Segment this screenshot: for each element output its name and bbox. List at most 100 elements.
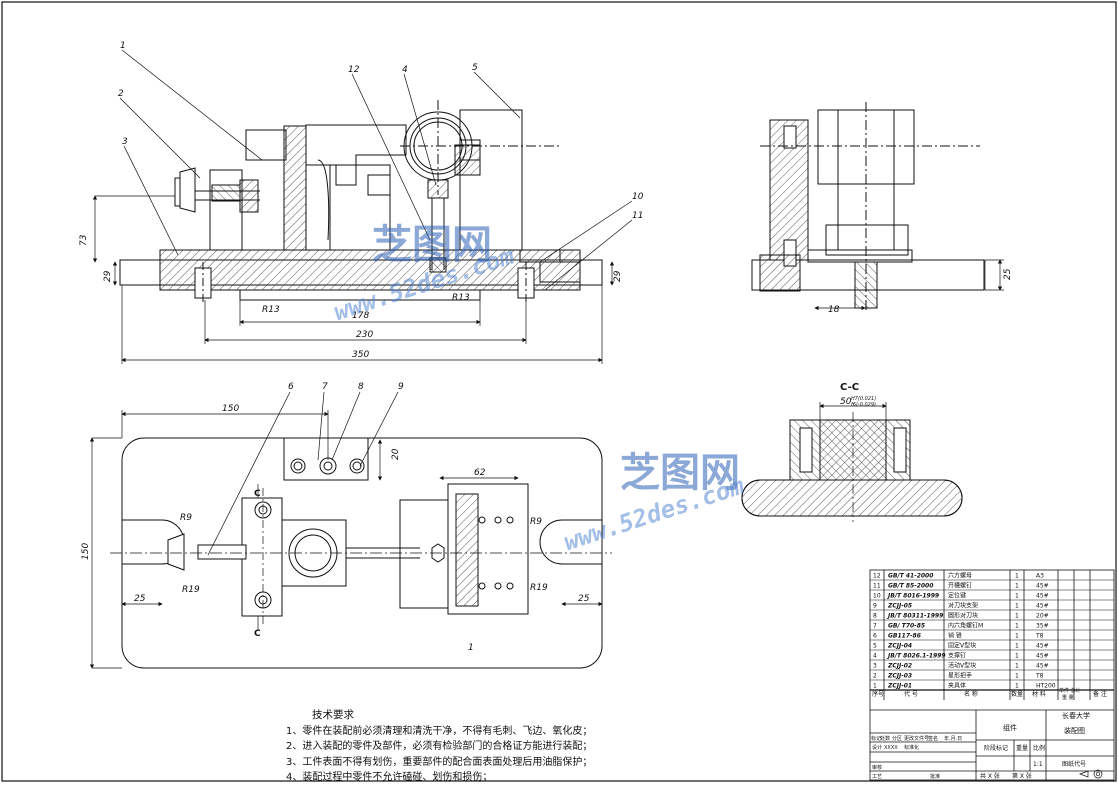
bom-cell-name: 圆形对刀块 [948,612,978,620]
tb-rev-sign: 签名 [928,735,938,742]
bom-header-remark: 备 注 [1093,690,1107,698]
tb-scale: 1:1 [1033,761,1043,768]
callout-1-plan: 1 [468,643,474,653]
bom-cell-code: JB/T 80311-1999 [887,613,943,620]
callout-labels: 1 2 3 12 4 5 10 11 6 7 8 9 1 [118,41,644,653]
dim-73: 73 [79,234,89,246]
bom-cell-code: GB/T 41-2000 [888,573,933,580]
tb-rev-count: 处数 [880,735,890,742]
callout-4: 4 [402,65,408,75]
bom-cell-mat: 45# [1036,643,1049,650]
bom-cell-mat: 45# [1036,583,1049,590]
bom-header-wt: 重 量 [1062,694,1074,701]
bom-cell-qty: 1 [1015,583,1019,590]
bom-cell-qty: 1 [1015,683,1019,690]
bom-cell-no: 8 [873,613,877,620]
bom-cell-qty: 1 [1015,643,1019,650]
bom-cell-no: 7 [873,623,877,630]
bom-cell-name: 固定V型块 [948,642,976,650]
bom-header-qty: 数量 [1011,690,1023,698]
bom-cell-name: 星形把手 [948,672,972,680]
dim-29-right: 29 [613,270,623,282]
bom-cell-mat: 45# [1036,663,1049,670]
section-mark-c-bottom: C [254,629,261,639]
bom-cell-name: 夹具体 [948,682,966,690]
bom-cell-mat: 20# [1036,613,1049,620]
dim-plan-150: 150 [222,404,239,414]
bom-cell-no: 6 [873,633,877,640]
bom-cell-mat: 45# [1036,593,1049,600]
tb-role-review: 审核 [872,764,882,771]
dim-230: 230 [356,330,373,340]
watermark-brand-top: 芝图网 [372,222,492,268]
dim-plan-r19-right: R19 [530,583,548,593]
tb-part-label: 组件 [1003,723,1017,732]
note-item-4: 4、装配过程中零件不允许磕碰、划伤和损伤； [286,772,493,783]
bom-cell-code: JB/T 8016-1999 [887,593,939,600]
dim-plan-62: 62 [474,468,486,478]
callout-8: 8 [358,382,364,392]
bom-cell-name: 支撑钉 [948,652,966,660]
dimension-texts: 73 29 29 178 230 350 R13 R13 25 18 150 2… [79,234,1013,639]
tb-std: 标准化 [904,744,919,751]
bom-cell-code: ZCJJ-03 [887,673,912,680]
dim-29-left: 29 [103,270,113,282]
tb-role-design: 设计 [872,744,882,751]
section-dim-50: 50 [840,397,852,407]
bom-cell-name: 开槽螺钉 [948,582,972,590]
dim-plan-25-left: 25 [134,594,146,604]
callout-11: 11 [632,211,643,221]
bom-cell-name: 销 锥 [948,632,962,640]
bom-cell-code: GB117-86 [888,633,921,640]
bom-cell-qty: 1 [1015,593,1019,600]
bom-header-name: 名 称 [964,690,978,698]
section-c-c [741,402,963,522]
bom-cell-name: 六方螺母 [948,572,972,580]
bom-cell-mat: T8 [1035,673,1044,680]
tb-weight-label: 重量 [1016,744,1028,752]
callout-5: 5 [472,63,478,73]
section-title: C-C [840,382,859,393]
bom-cell-code: GB/ T70-85 [888,623,925,630]
tb-approve: 批准 [930,773,940,780]
dim-350: 350 [352,350,369,360]
callout-1-front: 3 [122,137,128,147]
dim-plan-r19-left: R19 [182,585,200,595]
watermark-brand-bottom: 芝图网 [620,450,740,496]
tb-scale-label: 比例 [1033,744,1045,752]
notes-title: 技术要求 [312,709,354,721]
bom-cell-mat: A3 [1036,573,1044,580]
bom-cell-qty: 1 [1015,673,1019,680]
bom-cell-code: ZCJJ-04 [887,643,912,650]
callout-9: 9 [398,382,404,392]
callout-6: 6 [288,382,294,392]
bom-cell-code: JB/T 8026.1-1999 [887,653,946,660]
dim-178: 178 [352,311,369,321]
bom-cell-code: ZCJJ-05 [887,603,912,610]
tb-sheet: 第 X 张 [1012,772,1032,780]
tb-rev-zone: 分区 [892,735,902,742]
bom-cell-qty: 1 [1015,623,1019,630]
bom-cell-no: 12 [873,573,881,580]
bom-cell-qty: 1 [1015,633,1019,640]
front-view-dimensions [92,195,615,364]
tb-rev-mark: 标记 [871,735,881,742]
bom-cell-no: 9 [873,603,877,610]
note-item-2: 2、进入装配的零件及部件，必须有检验部门的合格证方能进行装配； [286,741,593,752]
tb-rev-date: 年.月.日 [944,735,962,742]
bom-cell-no: 5 [873,643,877,650]
technical-requirements: 技术要求 1、零件在装配前必须清理和清洗干净，不得有毛刺、飞边、氧化皮； 2、进… [286,708,626,786]
bom-cell-qty: 1 [1015,663,1019,670]
bom-cell-mat: T8 [1035,633,1044,640]
dim-plan-25-right: 25 [578,594,590,604]
dim-plan-20: 20 [391,448,401,460]
bom-grid [869,569,1115,781]
projection-symbol-icon [1079,769,1103,779]
bom-row-lines [870,579,1114,691]
bom-cell-no: 2 [873,673,877,680]
dim-plan-r9-right: R9 [530,517,542,527]
